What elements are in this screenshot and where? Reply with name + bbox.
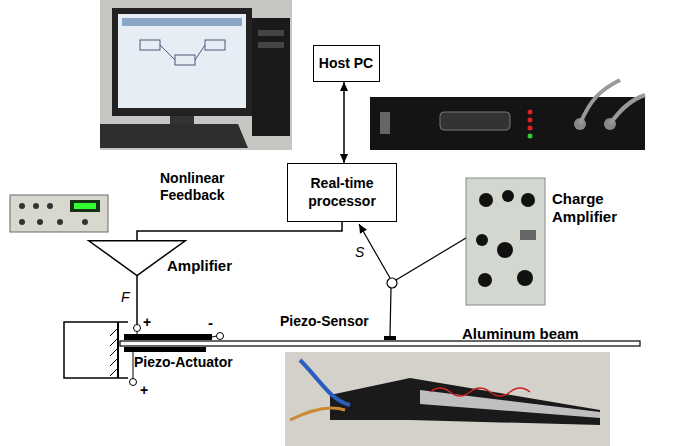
- part-name: Aluminum beam: [462, 325, 579, 343]
- edge-label: Nonlinear Feedback: [160, 170, 246, 204]
- part-name: Piezo-Actuator: [134, 354, 233, 371]
- charge-amplifier-photo: [466, 178, 545, 305]
- beam-photo: [285, 352, 610, 446]
- amplifier-triangle: Amplifier: [88, 240, 186, 276]
- processor-photo: [370, 80, 645, 150]
- pin-name: +: [143, 314, 151, 331]
- process-box: Real-time processor: [287, 163, 397, 222]
- pin-name: +: [140, 382, 148, 399]
- connector: [343, 82, 345, 163]
- generator-photo: [10, 195, 108, 232]
- host-pc-photo: [100, 0, 292, 150]
- box-label: Real-time processor: [288, 175, 396, 210]
- part-name: Charge Amplifier: [552, 190, 624, 226]
- box-label: Host PC: [319, 55, 373, 73]
- process-box: Host PC: [313, 45, 380, 82]
- pin-name: -: [208, 314, 213, 332]
- signal-name: F: [121, 289, 130, 306]
- part-name: Piezo-Sensor: [280, 313, 369, 330]
- beam-schematic: [64, 224, 640, 386]
- amplifier-label: Amplifier: [167, 257, 232, 276]
- signal-name: S: [355, 244, 364, 261]
- connector: [137, 222, 342, 240]
